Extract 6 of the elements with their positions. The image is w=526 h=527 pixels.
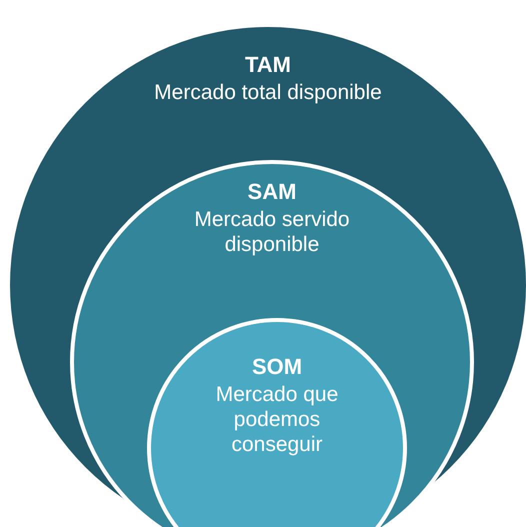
- heading: SAM: [246, 179, 298, 205]
- heading: SOM: [250, 354, 304, 380]
- circle-label: Mercado que podemos conseguir: [214, 382, 340, 457]
- heading: TAM: [244, 52, 292, 78]
- circle-label: Mercado total disponible: [153, 80, 383, 105]
- circle-label: Mercado servido disponible: [193, 207, 351, 257]
